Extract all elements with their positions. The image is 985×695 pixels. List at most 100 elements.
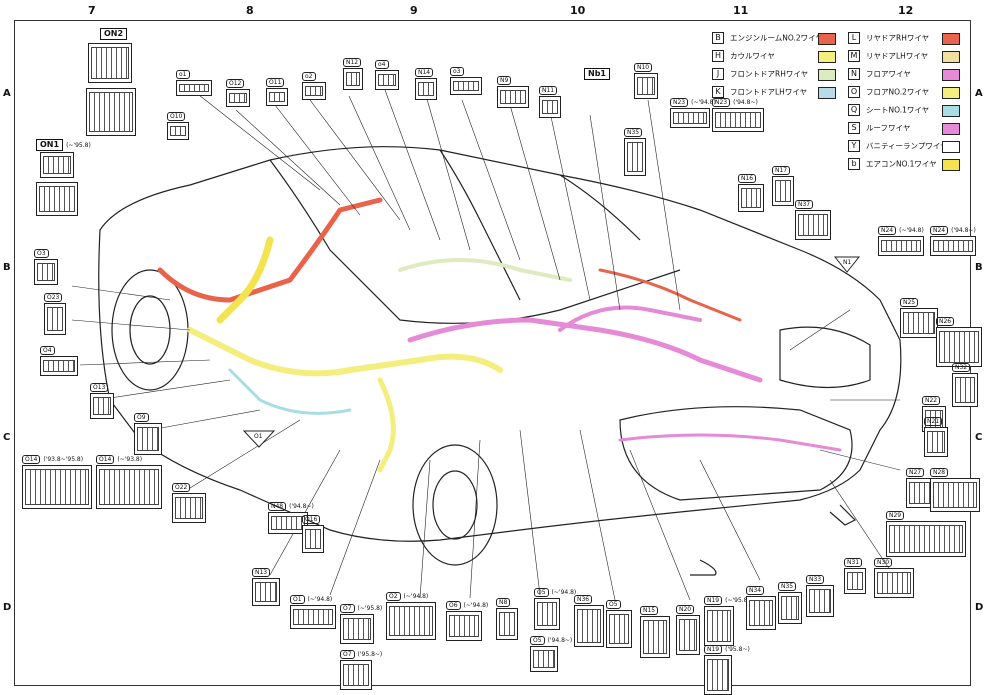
connector-block-n13 <box>252 578 280 606</box>
legend-label: リヤドアLHワイヤ <box>866 51 929 61</box>
connector-block-o11 <box>266 88 288 106</box>
connector-block-n21 <box>924 427 948 457</box>
connector-id-tag: o4 <box>375 60 389 69</box>
connector-id-tag: O2 <box>386 592 401 601</box>
legend-code: K <box>712 86 724 98</box>
connector-label-o2b: O2(~'94.8) <box>386 592 428 601</box>
connector-block-n48 <box>268 512 308 534</box>
legend-swatch <box>942 105 960 117</box>
connector-label-o4b: O4 <box>40 346 55 355</box>
connector-label-n35b: N35 <box>778 582 797 591</box>
connector-block-o4b <box>40 356 78 376</box>
connector-block-n32 <box>952 373 978 407</box>
connector-id-tag: N20 <box>676 605 695 614</box>
connector-id-tag: N9 <box>497 76 512 85</box>
connector-label-o2: o2 <box>302 72 316 81</box>
connector-label-o14b: O14(~'93.8) <box>96 455 142 464</box>
connector-id-tag: N13 <box>252 568 271 577</box>
connector-block-n17 <box>772 176 794 206</box>
harness-b-aircon <box>216 236 274 324</box>
connector-id-tag: O11 <box>266 78 285 87</box>
connector-label-n19b: N19('95.8~) <box>704 645 750 654</box>
legend-code: O <box>848 86 860 98</box>
connector-label-n12: N12 <box>343 58 362 67</box>
connector-label-n31: N31 <box>844 558 863 567</box>
connector-block-o7a <box>340 614 374 644</box>
connector-block-n24a <box>878 236 924 256</box>
triangle-marker-o1 <box>242 430 276 448</box>
connector-label-n26: N26 <box>936 317 955 326</box>
connector-block-n9 <box>497 86 529 108</box>
connector-label-o7b: O7('95.8~) <box>340 650 382 659</box>
connector-id-tag: O5 <box>534 588 549 597</box>
harness-h <box>187 327 503 377</box>
connector-label-o4: o4 <box>375 60 389 69</box>
connector-label-o3b: O3 <box>34 249 49 258</box>
connector-id-tag: o3 <box>450 67 464 76</box>
connector-block-o2 <box>302 82 326 100</box>
connector-label-n33: N33 <box>806 575 825 584</box>
connector-id-tag: O23 <box>44 293 63 302</box>
legend-code: S <box>848 122 860 134</box>
connector-label-n21: N21 <box>924 417 943 426</box>
connector-label-o16: O16 <box>302 515 321 524</box>
connector-block-n19a <box>704 606 734 646</box>
connector-block-n28 <box>930 478 980 512</box>
connector-block-n29 <box>886 521 966 557</box>
connector-label-n11: N11 <box>539 86 558 95</box>
connector-block-o1b <box>290 605 336 629</box>
connector-label-n15: N15 <box>640 606 659 615</box>
connector-on2-lower <box>86 88 136 136</box>
legend-label: ルーフワイヤ <box>866 123 911 133</box>
connector-block-o3 <box>450 77 482 95</box>
connector-id-tag: O6 <box>446 601 461 610</box>
legend-swatch <box>942 69 960 81</box>
connector-year-note: ('94.8~) <box>733 99 758 106</box>
row-label-left-b: B <box>3 262 11 273</box>
tag-on2: ON2 <box>100 28 128 40</box>
connector-block-n19b <box>704 655 732 695</box>
row-label-left-c: C <box>3 432 11 443</box>
connector-block-n24b <box>930 236 976 256</box>
connector-block-n14 <box>415 78 437 100</box>
connector-id-tag: N30 <box>874 558 893 567</box>
connector-block-o6 <box>446 611 482 641</box>
connector-label-o22: O22 <box>172 483 191 492</box>
connector-id-tag: N8 <box>496 598 511 607</box>
connector-label-o14a: O14('93.8~'95.8) <box>22 455 83 464</box>
column-label-12: 12 <box>898 4 914 17</box>
legend-swatch <box>818 51 836 63</box>
legend-item-s: S ルーフワイヤ <box>848 122 970 136</box>
connector-id-tag: O14 <box>96 455 115 464</box>
connector-id-tag: N31 <box>844 558 863 567</box>
connector-id-tag: N19 <box>704 645 723 654</box>
connector-id-tag: N29 <box>886 511 905 520</box>
legend-swatch <box>942 123 960 135</box>
connector-id-tag: O13 <box>90 383 109 392</box>
connector-block-o14b <box>96 465 162 509</box>
connector-label-o3: o3 <box>450 67 464 76</box>
connector-label-n20: N20 <box>676 605 695 614</box>
connector-id-tag: O9 <box>134 413 149 422</box>
connector-label-n34: N34 <box>746 586 765 595</box>
connector-block-o16 <box>302 525 324 553</box>
connector-id-tag: N34 <box>746 586 765 595</box>
connector-label-o13: O13 <box>90 383 109 392</box>
harness-j <box>398 258 572 282</box>
row-label-right-c: C <box>975 432 983 443</box>
connector-label-n32: N32 <box>952 363 971 372</box>
connector-id-tag: N27 <box>906 468 925 477</box>
legend-swatch <box>942 51 960 63</box>
harness-o <box>377 377 396 473</box>
connector-label-o5c: O5 <box>606 600 621 609</box>
connector-label-n10: N10 <box>634 63 653 72</box>
connector-block-o5a <box>534 598 560 630</box>
connector-label-n37: N37 <box>795 200 814 209</box>
connector-label-o12: O12 <box>226 79 245 88</box>
connector-label-n13: N13 <box>252 568 271 577</box>
connector-label-n23b: N23('94.8~) <box>712 98 758 107</box>
connector-id-tag: N22 <box>922 396 941 405</box>
